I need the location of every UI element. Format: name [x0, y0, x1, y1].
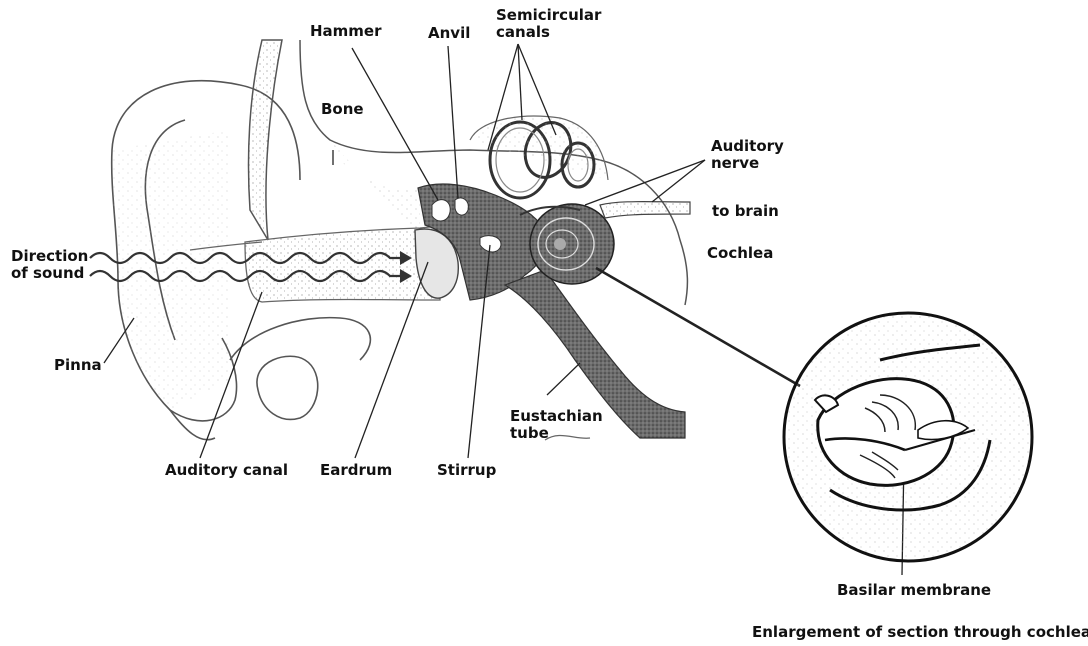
figure-caption: Enlargement of section through cochlea [752, 624, 1088, 641]
label-semicircular-canals: Semicircular canals [496, 7, 601, 41]
label-stirrup: Stirrup [437, 462, 496, 479]
label-eustachian-tube: Eustachian tube [510, 408, 603, 442]
label-eardrum: Eardrum [320, 462, 392, 479]
auditory-nerve-shape [600, 202, 690, 218]
label-auditory-nerve: Auditory nerve [711, 138, 784, 172]
label-bone: Bone [321, 101, 364, 118]
label-direction-of-sound: Direction of sound [11, 248, 88, 282]
bone-band [249, 40, 283, 240]
label-to-brain: to brain [712, 203, 779, 220]
auditory-canal-shape [245, 226, 440, 302]
label-hammer: Hammer [310, 23, 382, 40]
label-anvil: Anvil [428, 25, 470, 42]
label-auditory-canal: Auditory canal [165, 462, 288, 479]
label-pinna: Pinna [54, 357, 102, 374]
label-cochlea: Cochlea [707, 245, 773, 262]
label-basilar-membrane: Basilar membrane [837, 582, 991, 599]
